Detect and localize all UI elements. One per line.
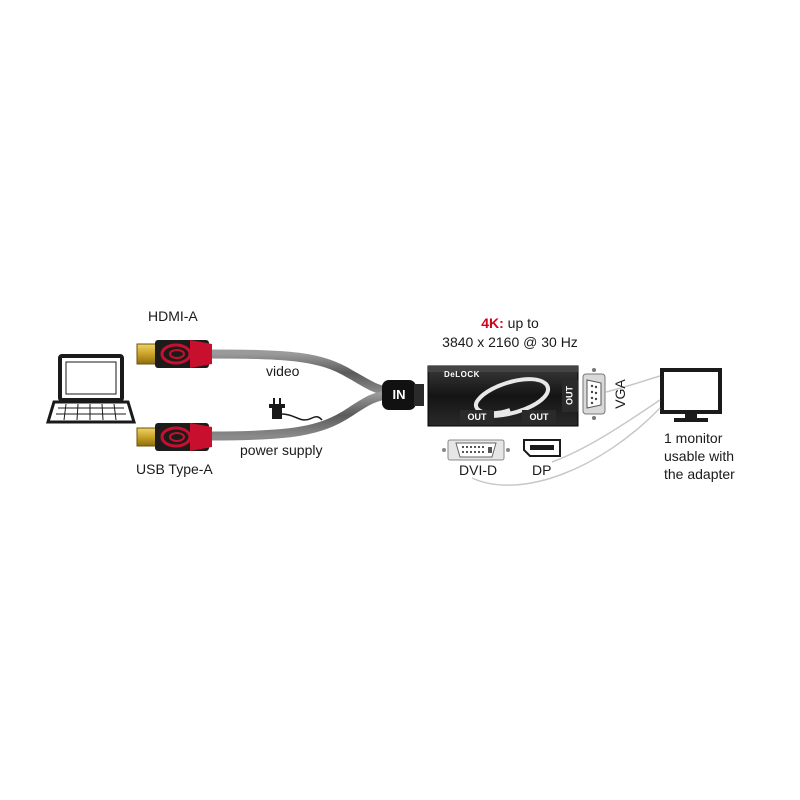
dvi-port-icon: [442, 439, 510, 461]
label-video: video: [266, 363, 300, 379]
label-power-supply: power supply: [240, 442, 323, 458]
spec-line-2: 3840 x 2160 @ 30 Hz: [442, 334, 578, 350]
adapter-out-2: OUT: [529, 412, 549, 422]
adapter-body: [427, 365, 579, 427]
dp-port-icon: [523, 439, 561, 457]
vga-port-icon: [582, 368, 606, 420]
spec-line-1: 4K: up to: [440, 315, 580, 331]
usb-connector-icon: [136, 423, 212, 451]
hdmi-connector-icon: [136, 340, 212, 368]
in-badge: [382, 380, 424, 410]
y-cable: [203, 349, 397, 441]
output-lines: [471, 375, 661, 486]
monitor-caption-1: 1 monitor: [664, 430, 723, 446]
monitor-caption-2: usable with: [664, 448, 735, 464]
label-usb: USB Type-A: [136, 461, 213, 477]
adapter-brand: DeLOCK: [444, 370, 480, 379]
monitor-icon: [660, 368, 722, 422]
spec-highlight: 4K:: [481, 315, 504, 331]
power-plug-icon: [269, 398, 323, 421]
label-dvi: DVI-D: [459, 462, 498, 478]
monitor-caption-3: the adapter: [664, 466, 735, 482]
spec-rest: up to: [503, 315, 539, 331]
label-hdmi: HDMI-A: [148, 308, 198, 324]
label-dp: DP: [532, 462, 552, 478]
in-badge-label: IN: [392, 387, 406, 402]
laptop-icon: [45, 354, 137, 424]
label-vga: VGA: [612, 379, 628, 409]
adapter-out-1: OUT: [467, 412, 487, 422]
adapter-out-side: OUT: [564, 386, 575, 405]
